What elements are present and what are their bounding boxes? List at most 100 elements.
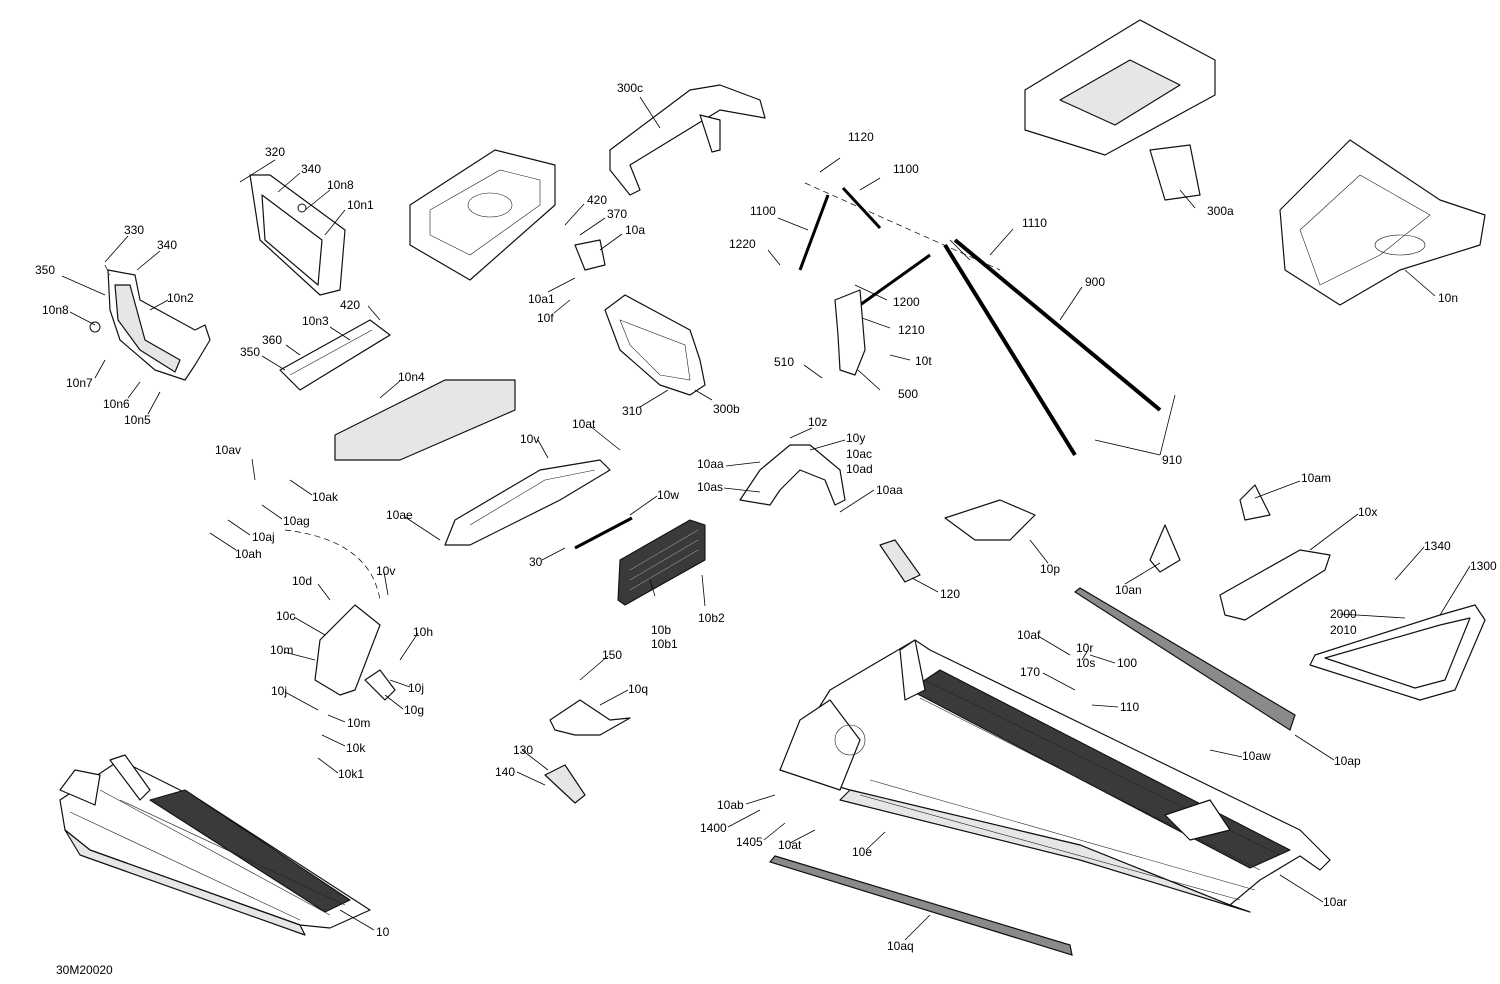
callout-10q: 10q [628,682,648,696]
callout-10aa-a: 10aa [697,457,724,471]
callout-1110: 1110 [1022,216,1047,230]
callout-10ar: 10ar [1323,895,1347,909]
callout-10n3: 10n3 [302,314,329,328]
callout-10ac: 10ac [846,447,872,461]
callout-10n1: 10n1 [347,198,374,212]
callout-1210: 1210 [898,323,925,337]
callout-2000: 2000 [1330,607,1357,621]
callout-10c: 10c [276,609,295,623]
callout-10ah: 10ah [235,547,262,561]
tunnel-assembly-small [59,754,371,936]
callout-10ae: 10ae [386,508,413,522]
callout-170: 170 [1020,665,1040,679]
callout-10n: 10n [1438,291,1458,305]
callout-10p: 10p [1040,562,1060,576]
steering-support-300c [609,84,766,196]
rod-10w [574,516,633,550]
callout-130: 130 [513,743,533,757]
callout-10at-b: 10at [778,838,802,852]
callout-10v-b: 10v [376,564,395,578]
support-500 [834,289,866,376]
callout-420-a: 420 [340,298,360,312]
bracket-10c [314,604,381,696]
front-frame-10n2 [89,269,211,381]
callout-10aa-b: 10aa [876,483,903,497]
callout-10v-a: 10v [520,432,539,446]
callout-10n2: 10n2 [167,291,194,305]
callout-10f: 10f [537,311,554,325]
callout-10ak: 10ak [312,490,339,504]
callout-110: 110 [1120,700,1139,714]
callout-10aq: 10aq [887,939,914,953]
callout-340-a: 340 [157,238,177,252]
callout-10am: 10am [1301,471,1331,485]
callout-2010: 2010 [1330,623,1357,637]
callout-320: 320 [265,145,285,159]
callout-10d: 10d [292,574,312,588]
callout-10an: 10an [1115,583,1142,597]
callout-10j-b: 10j [271,684,287,698]
footrest-frame-300b [604,294,706,396]
cover-10v [444,459,611,546]
bracket-10am [1239,484,1271,521]
callout-10n4: 10n4 [398,370,425,384]
bracket-10y [739,444,846,506]
callout-10n7: 10n7 [66,376,93,390]
callout-30: 30 [529,555,543,569]
callout-10aw: 10aw [1242,749,1271,763]
rod-1100a [798,194,830,271]
callout-510: 510 [774,355,794,369]
callout-10ap: 10ap [1334,754,1361,768]
rail-10ap [1073,587,1296,731]
callout-120: 120 [940,587,960,601]
callout-370: 370 [607,207,627,221]
callout-10as: 10as [697,480,723,494]
callout-350-b: 350 [240,345,260,359]
callout-10: 10 [376,925,390,939]
footrest-10q [549,699,631,736]
callout-10a1: 10a1 [528,292,555,306]
callout-10j-a: 10j [408,681,424,695]
callout-300b: 300b [713,402,740,416]
heat-shield-10n4 [334,379,516,461]
callout-10h: 10h [413,625,433,639]
rail-10aq [768,855,1073,956]
callout-340-b: 340 [301,162,321,176]
callout-1220: 1220 [729,237,756,251]
callout-330: 330 [124,223,144,237]
callout-350-a: 350 [35,263,55,277]
callout-10s: 10s [1076,656,1095,670]
callout-10m-a: 10m [270,643,293,657]
tunnel-assembly-large [779,639,1331,913]
callout-10r: 10r [1076,641,1093,655]
figure-code: 30M20020 [56,963,113,977]
rear-frame-300a [1024,19,1216,201]
bracket-10p [944,499,1036,541]
callout-10b1: 10b1 [651,637,678,651]
callout-10w: 10w [657,488,679,502]
callout-10z: 10z [808,415,827,429]
callout-10k1: 10k1 [338,767,364,781]
callout-1200: 1200 [893,295,920,309]
callout-10n8-b: 10n8 [327,178,354,192]
rear-cross-member-10x [1219,549,1331,621]
callout-10k: 10k [346,741,366,755]
callout-10aj: 10aj [252,530,275,544]
callout-10b: 10b [651,623,671,637]
toe-hook-130 [544,764,586,804]
callout-150: 150 [602,648,622,662]
callout-910: 910 [1162,453,1182,467]
callout-140: 140 [495,765,515,779]
callout-10ag: 10ag [283,514,310,528]
callout-10m-b: 10m [347,716,370,730]
callout-10y: 10y [846,431,865,445]
callout-10t: 10t [915,354,932,368]
callout-10av: 10av [215,443,241,457]
tunnel-cover-10n3 [279,319,391,391]
callout-1340: 1340 [1424,539,1451,553]
callout-10ab: 10ab [717,798,744,812]
seat-base-10n [1279,139,1486,306]
callout-10a: 10a [625,223,645,237]
callout-10n6: 10n6 [103,397,130,411]
